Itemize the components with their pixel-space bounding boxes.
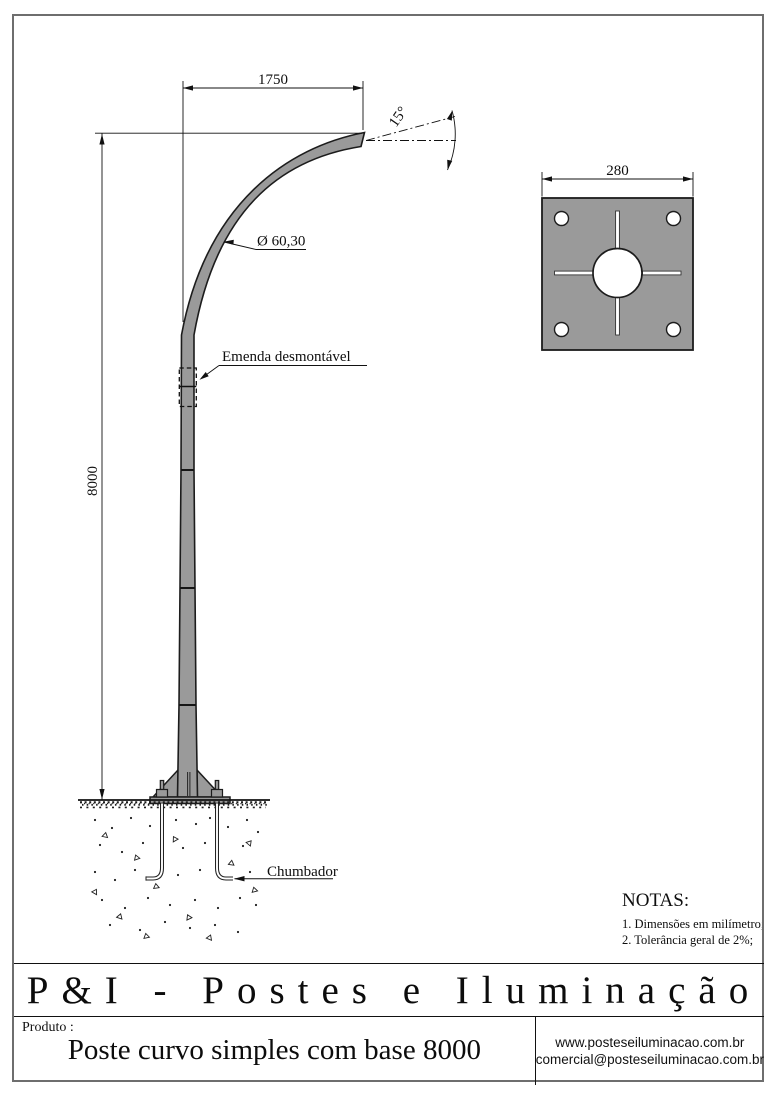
- note-item-2: 2. Tolerância geral de 2%;: [622, 933, 753, 947]
- anchor-callout: Chumbador: [234, 864, 338, 882]
- anchor-bolts: [145, 803, 233, 881]
- plate-bolt-holes: [553, 210, 682, 338]
- foundation: Chumbador: [78, 799, 338, 941]
- company-website: www.posteseiluminacao.com.br: [555, 1034, 745, 1050]
- dimension-8000: 8000: [85, 133, 105, 800]
- base-plate-top-view: 280: [541, 163, 694, 351]
- demountable-joint-mark: [178, 367, 197, 408]
- note-item-1: 1. Dimensões em milímetro;: [622, 917, 764, 931]
- product-name: Poste curvo simples com base 8000: [67, 1034, 481, 1066]
- notes-block: NOTAS: 1. Dimensões em milímetro; 2. Tol…: [622, 890, 764, 947]
- joint-label: Emenda desmontável: [222, 349, 351, 365]
- company-name: P&I - Postes e Iluminação: [26, 968, 762, 1012]
- product-cell: Produto : Poste curvo simples com base 8…: [14, 1017, 536, 1085]
- base-seam-lines: [187, 772, 191, 796]
- dim-8000-value: 8000: [85, 466, 101, 496]
- product-label: Produto :: [22, 1020, 74, 1035]
- dimension-1750: 1750: [182, 72, 364, 322]
- company-email: comercial@posteseiluminacao.com.br: [535, 1052, 764, 1067]
- dimension-280: 280: [541, 163, 694, 197]
- dim-1750-value: 1750: [258, 72, 288, 88]
- shaft-joint-lines: [179, 469, 196, 706]
- title-block-bottom: Produto : Poste curvo simples com base 8…: [14, 1017, 764, 1085]
- company-title-band: P&I - Postes e Iluminação: [14, 963, 764, 1017]
- plate-center-hole: [592, 247, 643, 299]
- joint-callout: Emenda desmontável: [199, 349, 367, 380]
- sheet-border: [12, 14, 764, 1082]
- anchor-label: Chumbador: [267, 864, 338, 880]
- ground-speckle-band: [80, 801, 268, 809]
- diameter-value: Ø 60,30: [257, 234, 305, 250]
- anchor-nuts: [155, 779, 224, 798]
- leader-arrow: [234, 876, 245, 882]
- diameter-callout: Ø 60,30: [223, 234, 306, 250]
- dim-280-value: 280: [606, 163, 629, 179]
- concrete-stipple: [90, 816, 260, 941]
- contact-cell: www.posteseiluminacao.com.br comercial@p…: [536, 1017, 764, 1085]
- notes-title: NOTAS:: [622, 890, 689, 911]
